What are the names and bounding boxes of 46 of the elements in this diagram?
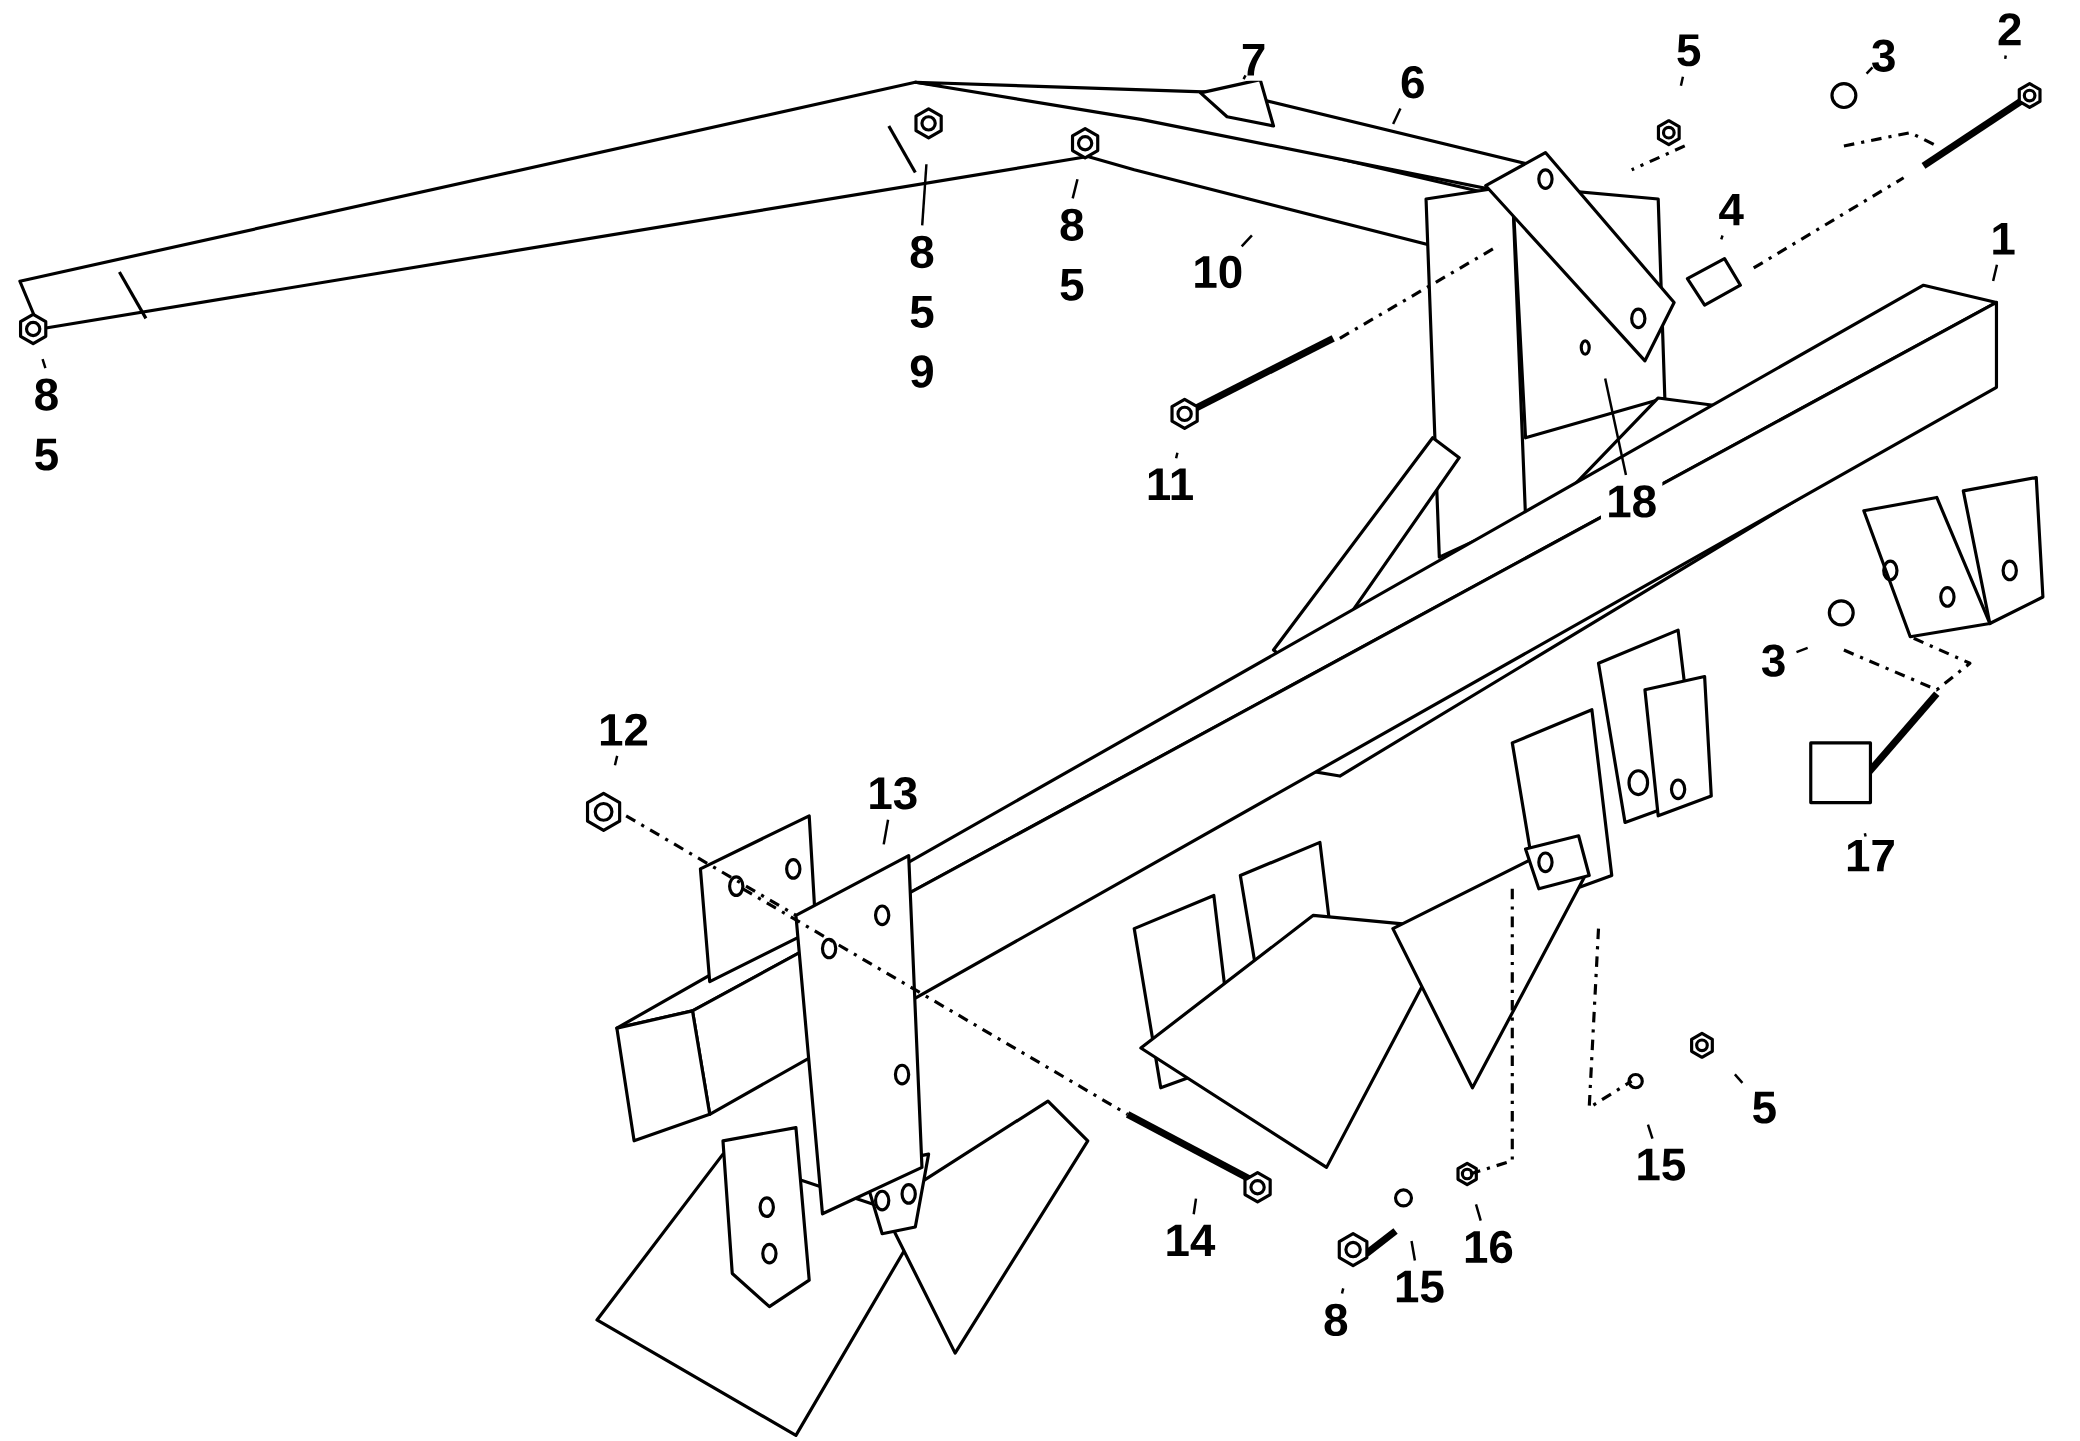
leader-line xyxy=(1340,1288,1345,1294)
callout-number: 1 xyxy=(1985,217,2022,260)
leader-line xyxy=(1392,108,1402,125)
callout-number: 15 xyxy=(1630,1143,1692,1187)
callout-number: 7 xyxy=(1235,38,1272,81)
leader-line xyxy=(613,755,619,766)
callout-number: 4 xyxy=(1713,188,1750,231)
callout-number: 10 xyxy=(1187,250,1249,294)
callout-number: 5 xyxy=(1670,29,1707,72)
leader-line xyxy=(1679,76,1685,87)
leader-line xyxy=(1863,833,1867,837)
leader-line xyxy=(1474,1204,1482,1222)
leader-line xyxy=(2004,55,2007,60)
callout-number: 16 xyxy=(1457,1225,1520,1269)
leader-line xyxy=(1865,66,1874,75)
leader-line xyxy=(882,819,890,845)
callout-number: 18 xyxy=(1600,480,1663,524)
callout-number: 13 xyxy=(862,772,924,815)
callout-number: 6 xyxy=(1394,61,1431,104)
callout-number: 8 5 xyxy=(28,373,65,477)
leader-line xyxy=(920,164,928,226)
callout-number: 17 xyxy=(1839,834,1902,877)
leader-line xyxy=(1796,646,1809,654)
leader-line xyxy=(1410,1241,1417,1261)
leader-line xyxy=(1240,234,1253,248)
callout-number: 5 xyxy=(1746,1086,1783,1130)
leader-line xyxy=(1646,1124,1654,1140)
leader-line xyxy=(1733,1073,1744,1084)
callout-number: 14 xyxy=(1159,1219,1221,1262)
leader-line xyxy=(1720,235,1724,240)
callout-number: 3 xyxy=(1755,639,1792,683)
leader-line xyxy=(41,359,47,369)
leader-line xyxy=(1242,74,1247,80)
callout-number: 8 5 xyxy=(1053,203,1090,307)
callout-number: 8 xyxy=(1317,1298,1354,1342)
callout-number: 15 xyxy=(1388,1265,1451,1309)
callout-number: 8 5 9 xyxy=(903,230,940,394)
callout-number: 3 xyxy=(1865,34,1902,78)
callout-number: 2 xyxy=(1991,8,2028,51)
leader-line xyxy=(1071,179,1079,199)
leader-line xyxy=(1192,1198,1198,1215)
leader-line xyxy=(1603,378,1628,476)
leader-line xyxy=(1174,452,1179,459)
callout-number: 12 xyxy=(592,708,655,752)
leader-line xyxy=(1991,264,1999,282)
callout-number: 11 xyxy=(1140,463,1200,506)
